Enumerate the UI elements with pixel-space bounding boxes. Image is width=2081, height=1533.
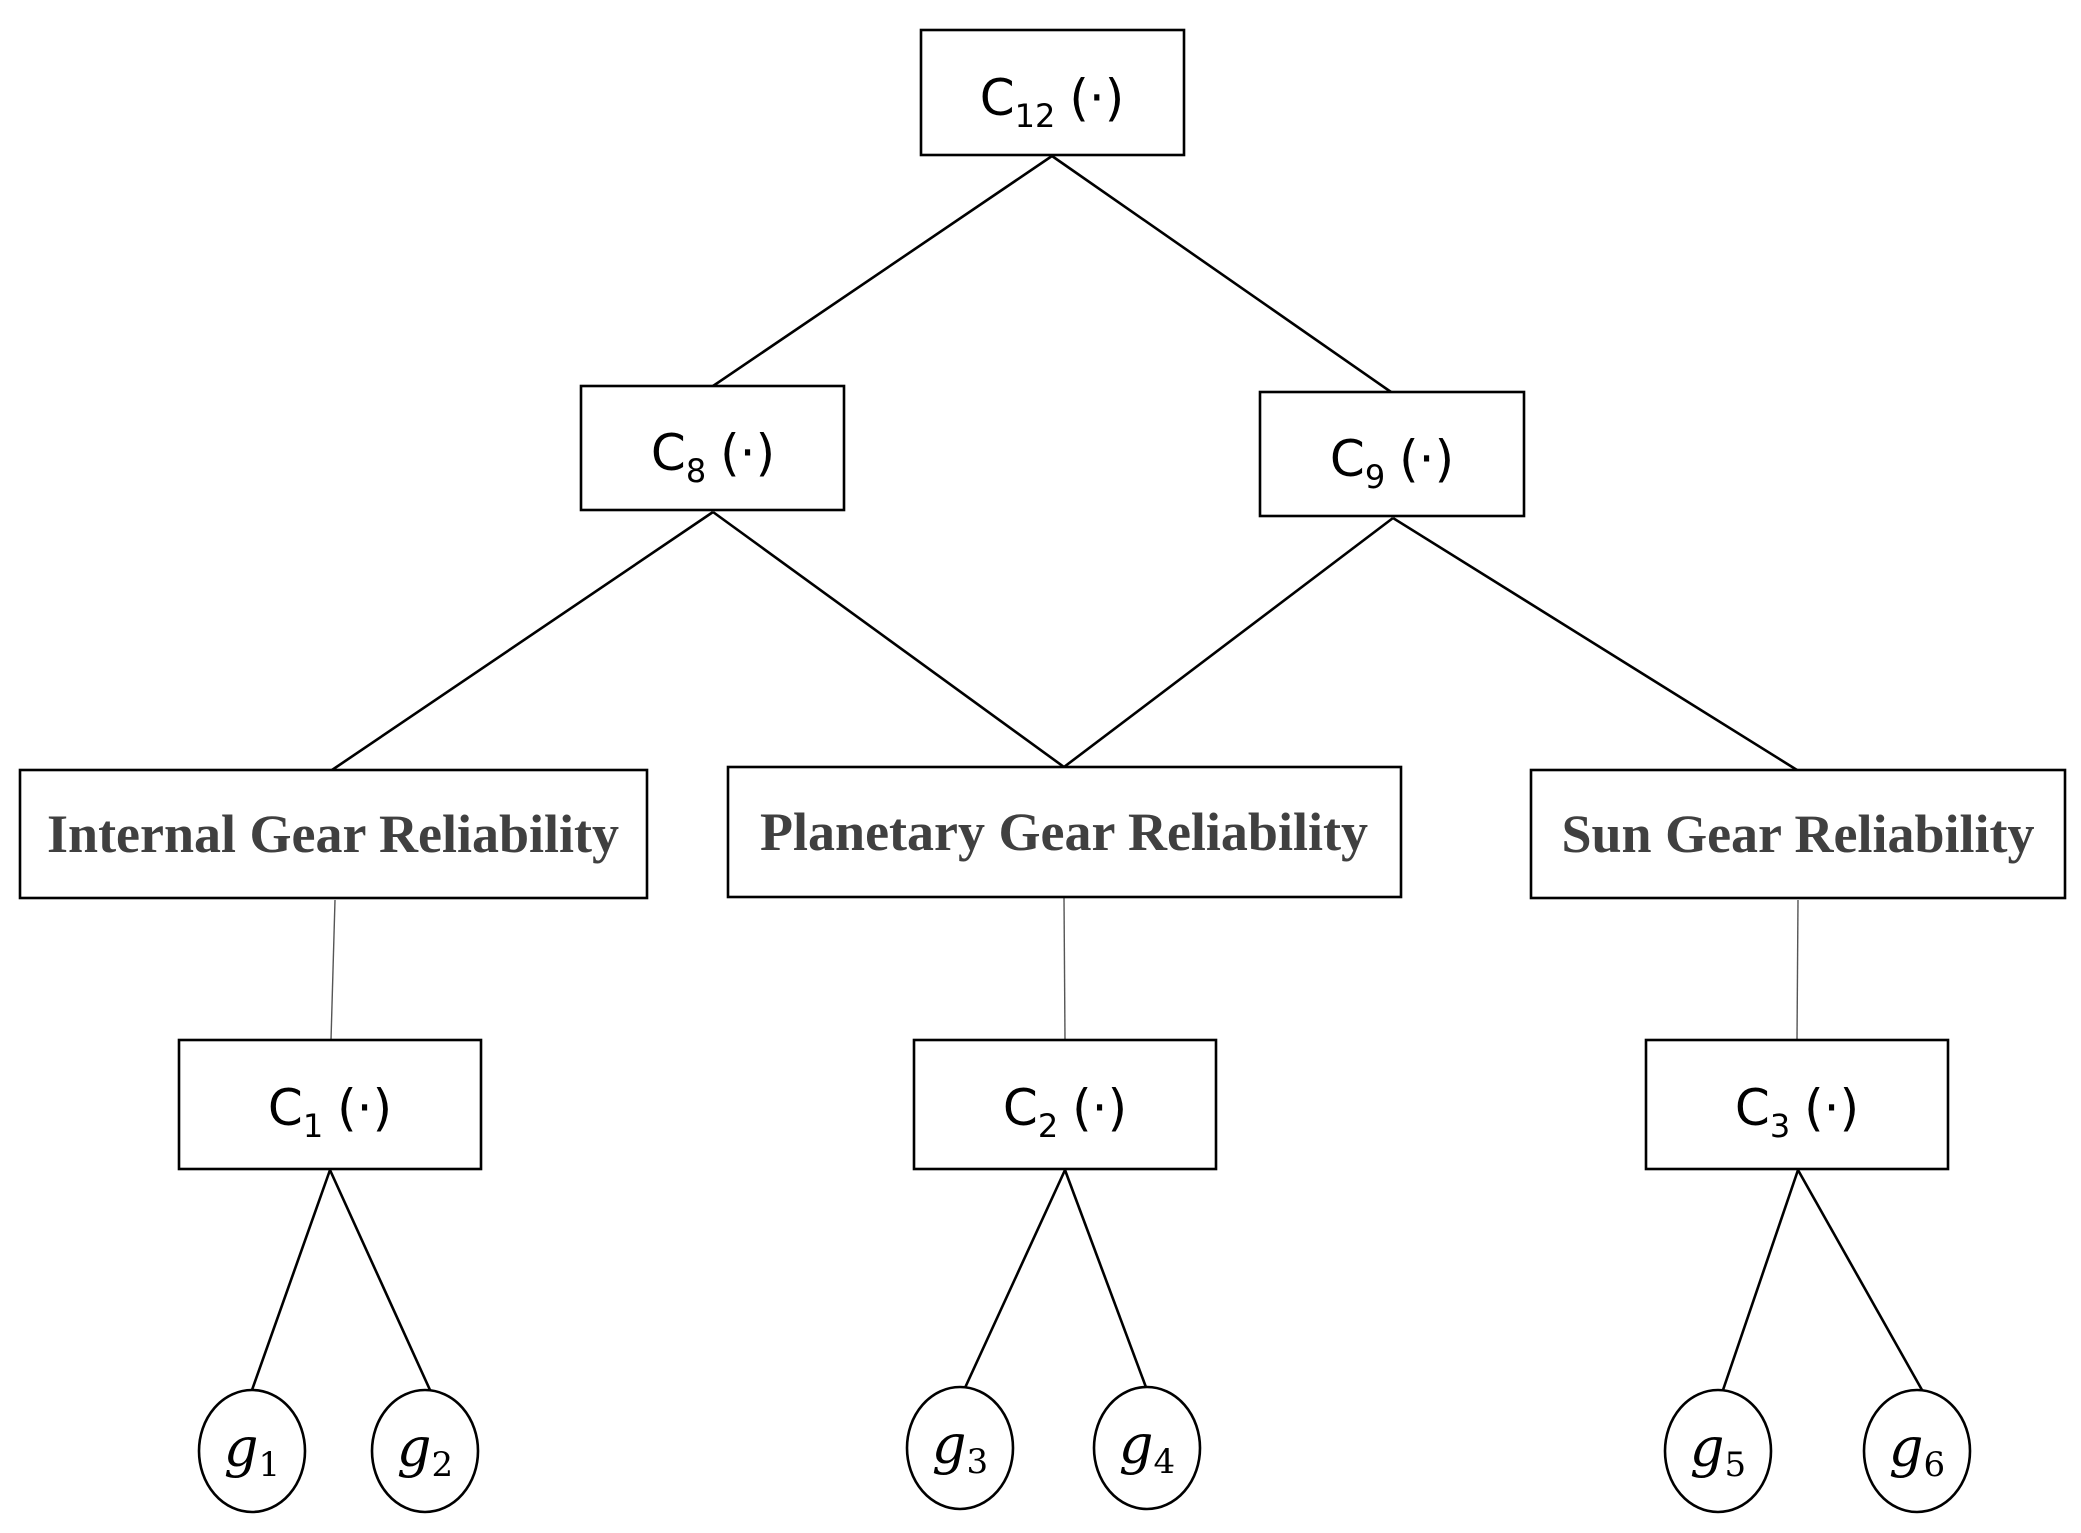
leaf-g3: g3 xyxy=(905,1385,1015,1511)
svg-text:g3: g3 xyxy=(932,1413,988,1482)
node-c9-arg: (·) xyxy=(1399,430,1454,488)
node-c1: C1 (·) xyxy=(177,1038,483,1171)
node-planetary-gear: Planetary Gear Reliability xyxy=(726,765,1403,899)
svg-text:C2(·): C2 (·) xyxy=(1003,1079,1127,1145)
edge-internal-c1 xyxy=(330,899,336,1041)
leaf-g6: g6 xyxy=(1862,1388,1972,1514)
node-c12-arg: (·) xyxy=(1069,69,1124,127)
node-c2-label: C xyxy=(1003,1079,1038,1137)
leaf-g1-sub: 1 xyxy=(258,1445,280,1485)
leaf-g6-label: g xyxy=(1889,1416,1924,1479)
leaf-g5-sub: 5 xyxy=(1724,1445,1746,1485)
leaf-g5-label: g xyxy=(1690,1416,1725,1479)
node-c2-arg: (·) xyxy=(1072,1079,1127,1137)
node-c9-sub: 9 xyxy=(1365,458,1385,496)
node-c1-sub: 1 xyxy=(303,1107,323,1145)
node-c3-arg: (·) xyxy=(1804,1079,1859,1137)
leaf-g3-label: g xyxy=(932,1413,967,1476)
edge-c2-g3 xyxy=(962,1169,1067,1391)
node-c8-arg: (·) xyxy=(720,424,775,482)
leaf-g6-sub: 6 xyxy=(1923,1445,1945,1485)
sun-gear-label: Sun Gear Reliability xyxy=(1561,804,2034,864)
edge-c12-c9 xyxy=(1051,154,1392,394)
node-c12-label: C xyxy=(980,69,1015,127)
svg-text:g1: g1 xyxy=(224,1416,280,1485)
node-c12-sub: 12 xyxy=(1015,97,1056,135)
node-internal-gear: Internal Gear Reliability xyxy=(18,768,649,900)
svg-text:C8(·): C8 (·) xyxy=(651,424,775,490)
leaf-g2: g2 xyxy=(370,1388,480,1514)
leaf-g1-label: g xyxy=(224,1416,259,1479)
edge-c9-sun xyxy=(1392,516,1798,772)
node-c1-label: C xyxy=(268,1079,303,1137)
node-c9-label: C xyxy=(1330,430,1365,488)
leaf-g2-sub: 2 xyxy=(431,1445,453,1485)
leaf-g5: g5 xyxy=(1663,1388,1773,1514)
node-c3-label: C xyxy=(1735,1079,1770,1137)
edge-sun-c3 xyxy=(1796,899,1799,1041)
edge-c2-g4 xyxy=(1063,1169,1149,1391)
leaf-g3-sub: 3 xyxy=(966,1442,988,1482)
leaf-g4: g4 xyxy=(1092,1385,1202,1511)
node-c12: C12 (·) xyxy=(919,28,1186,157)
edge-c1-g1 xyxy=(250,1169,332,1391)
edges xyxy=(250,154,1924,1391)
node-c8-sub: 8 xyxy=(686,452,706,490)
svg-text:C12(·): C12 (·) xyxy=(980,69,1125,135)
edge-c3-g6 xyxy=(1796,1169,1924,1391)
edge-planetary-c2 xyxy=(1063,897,1066,1041)
node-c3: C3 (·) xyxy=(1644,1038,1950,1171)
planetary-gear-label: Planetary Gear Reliability xyxy=(760,802,1368,862)
node-c2: C2 (·) xyxy=(912,1038,1218,1171)
svg-text:C9(·): C9 (·) xyxy=(1330,430,1454,496)
leaf-g4-sub: 4 xyxy=(1153,1442,1175,1482)
node-c2-sub: 2 xyxy=(1038,1107,1058,1145)
edge-c8-internal xyxy=(331,510,714,772)
node-c8-label: C xyxy=(651,424,686,482)
svg-text:g5: g5 xyxy=(1690,1416,1746,1485)
svg-text:C3(·): C3 (·) xyxy=(1735,1079,1859,1145)
leaf-g1: g1 xyxy=(197,1388,307,1514)
edge-c8-planetary xyxy=(712,510,1065,769)
svg-text:g6: g6 xyxy=(1889,1416,1945,1485)
node-c9: C9 (·) xyxy=(1258,390,1526,518)
svg-text:g2: g2 xyxy=(397,1416,453,1485)
node-c1-arg: (·) xyxy=(337,1079,392,1137)
svg-text:g4: g4 xyxy=(1119,1413,1175,1482)
svg-text:C1(·): C1 (·) xyxy=(268,1079,392,1145)
node-c8: C8 (·) xyxy=(579,384,846,512)
edge-c9-planetary xyxy=(1063,516,1394,769)
edge-c1-g2 xyxy=(328,1169,432,1391)
node-sun-gear: Sun Gear Reliability xyxy=(1529,768,2067,900)
leaf-g4-label: g xyxy=(1119,1413,1154,1476)
internal-gear-label: Internal Gear Reliability xyxy=(47,804,619,864)
node-c3-sub: 3 xyxy=(1770,1107,1790,1145)
leaf-g2-label: g xyxy=(397,1416,432,1479)
edge-c12-c8 xyxy=(712,154,1053,388)
edge-c3-g5 xyxy=(1721,1169,1800,1391)
